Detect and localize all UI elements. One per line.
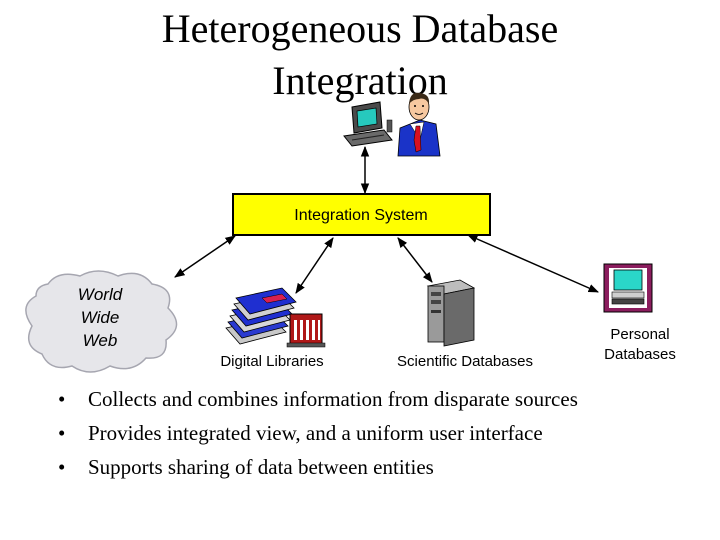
person-icon [397, 92, 441, 157]
arrow-system-to-digital-libraries [295, 237, 334, 294]
bullet-text: Provides integrated view, and a uniform … [88, 421, 543, 445]
bullet-item: • Collects and combines information from … [58, 382, 708, 416]
web-cloud-line-2: Wide [81, 308, 120, 327]
web-cloud-line-3: Web [83, 331, 118, 350]
server-tower-icon [426, 279, 476, 347]
bullet-item: • Supports sharing of data between entiti… [58, 450, 708, 484]
slide-title-line-1: Heterogeneous Database [161, 6, 559, 51]
connector-arrows [174, 145, 599, 294]
bullet-text: Supports sharing of data between entitie… [88, 455, 434, 479]
arrow-system-to-personal-databases [467, 234, 599, 293]
monitor-icon [603, 263, 653, 313]
arrow-system-to-scientific-databases [397, 237, 433, 283]
integration-system-label: Integration System [294, 207, 427, 224]
computer-user-icon [343, 101, 393, 147]
bullet-marker: • [58, 421, 66, 445]
bullet-text: Collects and combines information from d… [88, 387, 578, 411]
library-building-icon [286, 313, 326, 348]
scientific-databases-label: Scientific Databases [397, 353, 533, 370]
bullet-item: • Provides integrated view, and a uniform… [58, 416, 708, 450]
world-wide-web-cloud: World Wide Web [25, 270, 178, 373]
bullet-marker: • [58, 387, 66, 411]
personal-databases-line-2: Databases [604, 346, 676, 363]
digital-libraries-label: Digital Libraries [220, 353, 323, 370]
bullet-marker: • [58, 455, 66, 479]
integration-system-box [232, 193, 491, 236]
web-cloud-line-1: World [78, 285, 123, 304]
bullet-list: • Collects and combines information from … [58, 382, 708, 484]
personal-databases-line-1: Personal [610, 326, 669, 343]
books-icon [225, 287, 297, 345]
arrow-system-to-web [174, 235, 236, 278]
